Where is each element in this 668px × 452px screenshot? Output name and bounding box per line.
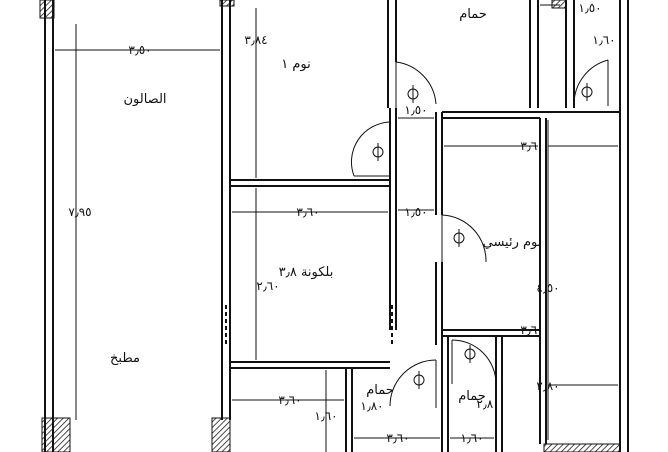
- dimension-labels: ٣٫٥٠ ٧٫٩٥ ٣٫٨٤ ٣٫٦٠ ١٫٥٠ ٣٫٦٠ ١٫٥٠ ٣٫٦٠ …: [68, 1, 615, 445]
- dim-corridor-width: ١٫٥٠: [404, 205, 427, 219]
- outer-walls: [44, 0, 629, 452]
- dim-kitchen-width: ٣٫٦٠: [520, 139, 543, 153]
- dim-salon-length: ٧٫٩٥: [68, 205, 91, 219]
- dim-hall-length: ٤٫٥٠: [536, 281, 559, 295]
- dim-mid-width: ٣٫٦٠: [296, 205, 319, 219]
- dim-bed1-length: ٣٫٨٤: [244, 33, 267, 47]
- dim-hall-width: ٣٫٦٠: [520, 323, 543, 337]
- room-label-salon: الصالون: [123, 92, 166, 107]
- room-label-master: نوم رئيسي: [483, 235, 542, 250]
- dim-right-small: ١٫٦٠: [592, 33, 615, 47]
- room-label-wc1: حمام: [366, 383, 394, 398]
- dim-bottom-left: ٣٫٦٠: [278, 393, 301, 407]
- dim-bottom-left-v: ١٫٦٠: [314, 409, 337, 423]
- door-markers: [372, 83, 593, 389]
- windows: [225, 305, 393, 345]
- inner-walls: [221, 0, 620, 452]
- room-label-bed1: نوم ١: [281, 57, 311, 72]
- dim-right-top: ١٫٥٠: [578, 1, 601, 15]
- dim-wc2-length: ٢٫٨٠: [476, 397, 499, 411]
- room-label-kitchen: مطبخ: [110, 351, 140, 366]
- dim-balcony: ٢٫٦٠: [256, 279, 279, 293]
- doors: [350, 59, 609, 408]
- dim-salon-width: ٣٫٥٠: [128, 43, 151, 57]
- dim-wc2-width: ١٫٦٠: [460, 431, 483, 445]
- room-labels: الصالون نوم ١ مطبخ بلكونة ٣٫٨ نوم رئيسي …: [110, 7, 541, 404]
- dim-corridor-top: ١٫٥٠: [404, 103, 427, 117]
- dim-right-bottom: ٢٫٨٠: [536, 379, 559, 393]
- room-label-balcony: بلكونة ٣٫٨: [279, 265, 334, 280]
- dim-wc1-width: ٣٫٦٠: [386, 431, 409, 445]
- room-label-bath: حمام: [459, 7, 487, 22]
- dim-wc1-length: ١٫٨٠: [360, 399, 383, 413]
- room-label-wc2: حمام: [458, 389, 486, 404]
- structural-columns: [39, 0, 621, 452]
- dimension-lines: [55, 4, 618, 452]
